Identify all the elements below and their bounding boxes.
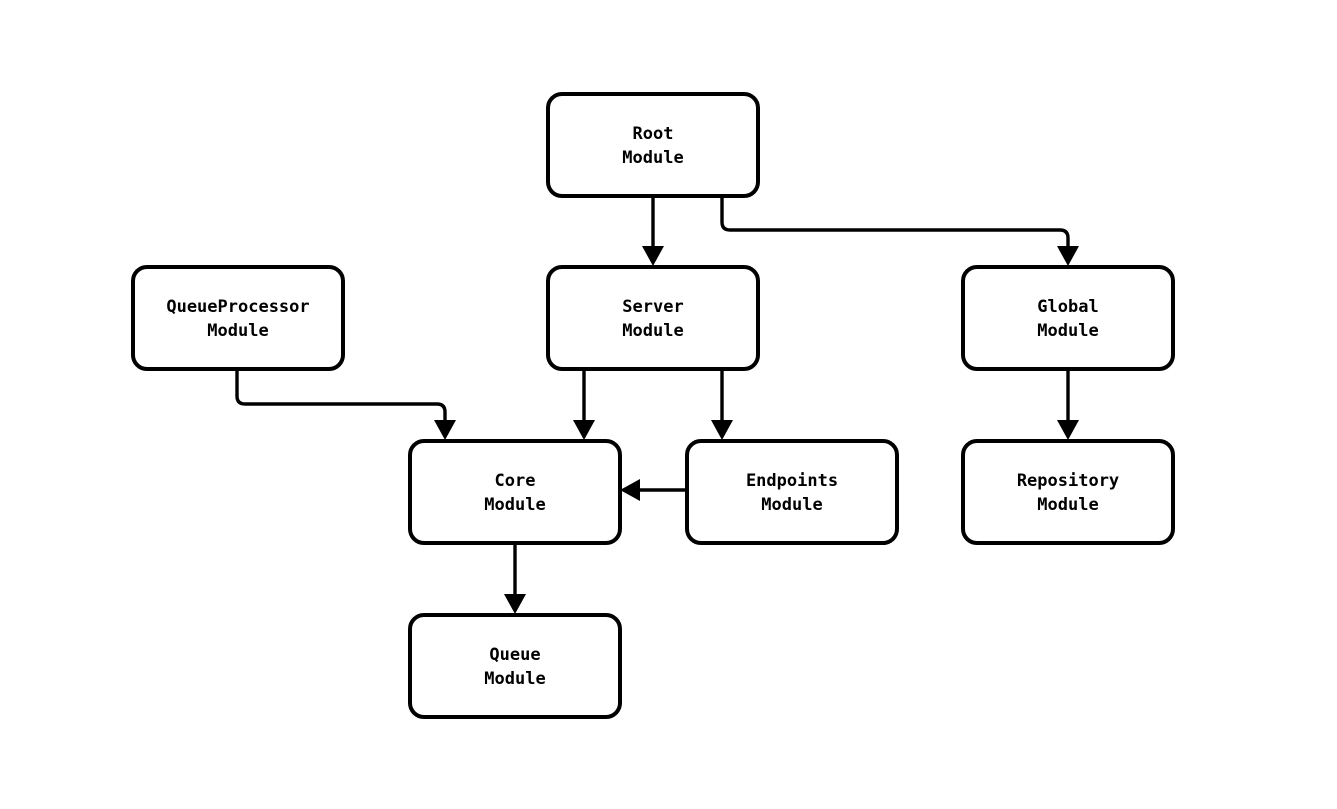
- node-box[interactable]: [685, 439, 899, 545]
- node-box[interactable]: [408, 439, 622, 545]
- node-label-line1: QueueProcessor: [166, 297, 309, 317]
- node-label-line2: Module: [1037, 321, 1098, 341]
- node-label-line2: Module: [622, 321, 683, 341]
- node-label-line2: Module: [1037, 495, 1098, 515]
- node-label-line1: Repository: [1017, 471, 1119, 491]
- node-label-line2: Module: [484, 495, 545, 515]
- edges-layer: [235, 196, 1079, 614]
- arrowhead-icon: [1057, 246, 1079, 266]
- node-box[interactable]: [408, 613, 622, 719]
- node-label-line1: Core: [495, 471, 536, 491]
- arrowhead-icon: [434, 420, 456, 440]
- arrowhead-icon: [711, 420, 733, 440]
- node-label-line1: Root: [633, 124, 674, 144]
- node-label-line2: Module: [207, 321, 268, 341]
- node-label-line2: Module: [484, 669, 545, 689]
- edge-line: [720, 196, 1070, 252]
- node-label-line2: Module: [622, 148, 683, 168]
- node-box[interactable]: [546, 265, 760, 371]
- arrowhead-icon: [620, 479, 640, 501]
- node-box[interactable]: [546, 92, 760, 198]
- edge-endpoints-to-core: [620, 479, 687, 501]
- arrowhead-icon: [504, 594, 526, 614]
- nodes-layer: RootModuleQueueProcessorModuleServerModu…: [131, 92, 1175, 719]
- edge-root-to-global: [720, 196, 1079, 266]
- edge-core-to-queue: [504, 543, 526, 614]
- node-label-line1: Queue: [489, 645, 540, 665]
- node-box[interactable]: [131, 265, 345, 371]
- node-label-line2: Module: [761, 495, 822, 515]
- node-label-line1: Server: [622, 297, 683, 317]
- node-box[interactable]: [961, 265, 1175, 371]
- edge-line: [235, 369, 447, 426]
- edge-queueprocessor-to-core: [235, 369, 456, 440]
- arrowhead-icon: [1057, 420, 1079, 440]
- node-label-line1: Global: [1037, 297, 1098, 317]
- node-box[interactable]: [961, 439, 1175, 545]
- arrowhead-icon: [573, 420, 595, 440]
- arrowhead-icon: [642, 246, 664, 266]
- node-label-line1: Endpoints: [746, 471, 838, 491]
- edge-root-to-server: [642, 196, 664, 266]
- edge-server-to-core: [573, 369, 595, 440]
- edge-server-to-endpoints: [711, 369, 733, 440]
- edge-global-to-repository: [1057, 369, 1079, 440]
